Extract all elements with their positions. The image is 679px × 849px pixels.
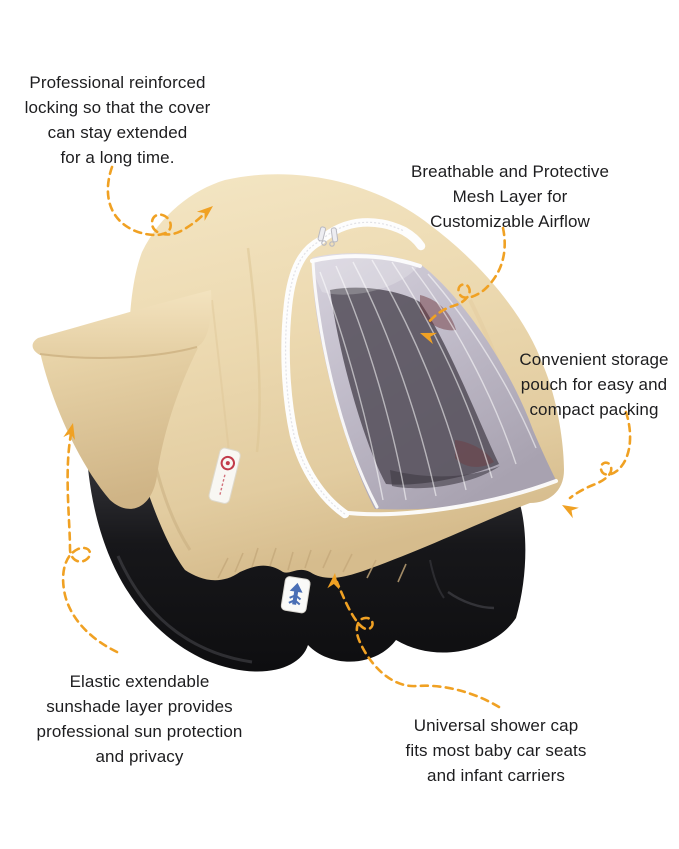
mesh-window [310, 253, 558, 517]
callout-text-mesh-layer: Breathable and Protective Mesh Layer for… [410, 162, 610, 231]
brand-tag [208, 447, 241, 504]
pull-tab [280, 576, 311, 614]
zipper [281, 218, 426, 519]
callout-arrow-reinforced-locking [106, 165, 213, 237]
callout-text-shower-cap: Universal shower cap fits most baby car … [405, 716, 587, 785]
ring-logo-icon [220, 455, 236, 471]
mesh-streaks [319, 259, 537, 501]
callout-text-storage-pouch: Convenient storage pouch for easy and co… [519, 350, 669, 419]
sunshade-visor [32, 290, 212, 509]
callout-text-sunshade-layer: Elastic extendable sunshade layer provid… [36, 672, 243, 766]
callout-arrow-mesh-layer [420, 226, 506, 345]
zipper-pulls-icon [317, 226, 339, 247]
elastic-hem-gathers [217, 547, 407, 583]
callout-arrow-sunshade-layer [61, 423, 119, 654]
callout-arrow-shower-cap [327, 573, 501, 709]
callout-text-reinforced-locking: Professional reinforced locking so that … [24, 73, 211, 167]
callout-arrow-storage-pouch [562, 410, 632, 519]
up-arrow-icon [288, 582, 303, 606]
